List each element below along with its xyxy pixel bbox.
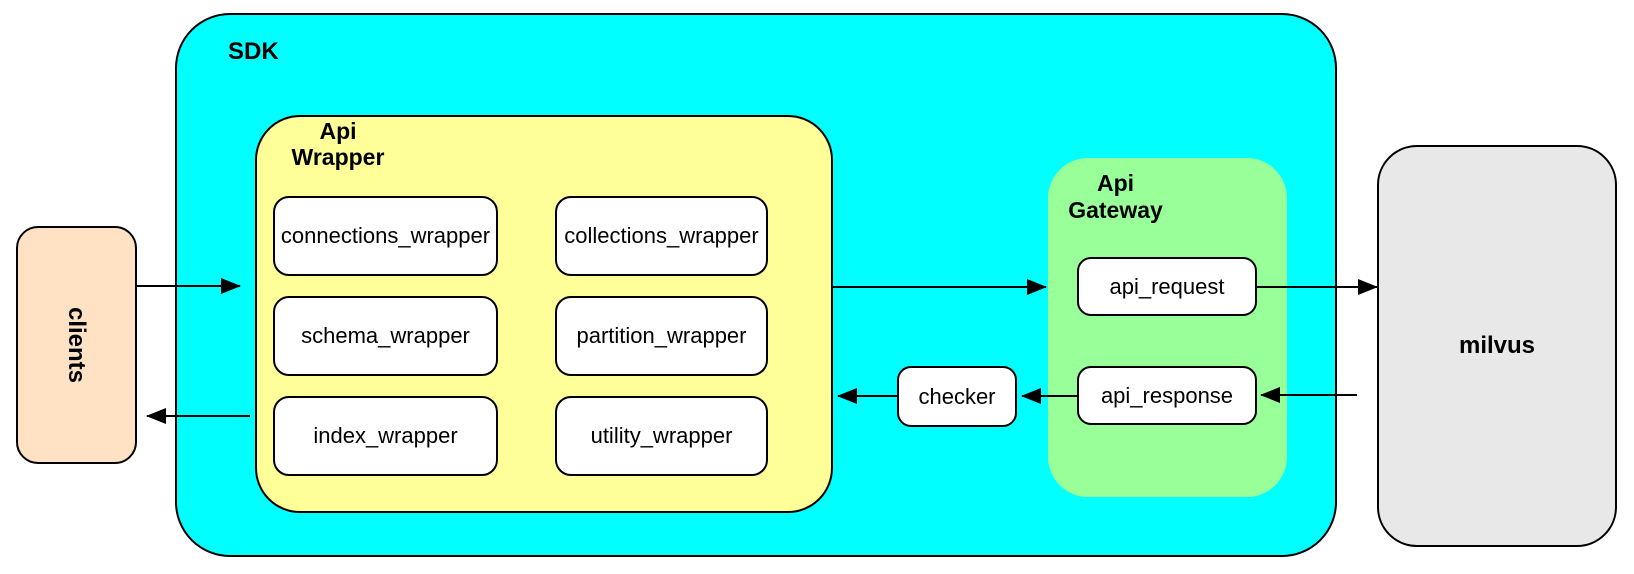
connections-wrapper-node: connections_wrapper	[273, 196, 498, 276]
index-wrapper-node: index_wrapper	[273, 396, 498, 476]
schema-wrapper-node: schema_wrapper	[273, 296, 498, 376]
collections-wrapper-node: collections_wrapper	[555, 196, 768, 276]
sdk-label: SDK	[228, 38, 279, 65]
checker-node: checker	[897, 366, 1017, 427]
api-gateway-label: Api Gateway	[1068, 170, 1163, 223]
clients-label: clients	[63, 306, 91, 384]
utility-wrapper-node: utility_wrapper	[555, 396, 768, 476]
api-response-node: api_response	[1077, 366, 1257, 425]
partition-wrapper-node: partition_wrapper	[555, 296, 768, 376]
milvus-label: milvus	[1458, 332, 1536, 359]
milvus-node: milvus	[1377, 145, 1617, 547]
api-gateway-container	[1048, 158, 1287, 497]
api-wrapper-label: Api Wrapper	[291, 118, 385, 170]
api-request-node: api_request	[1077, 257, 1257, 316]
clients-node: clients	[16, 226, 137, 464]
